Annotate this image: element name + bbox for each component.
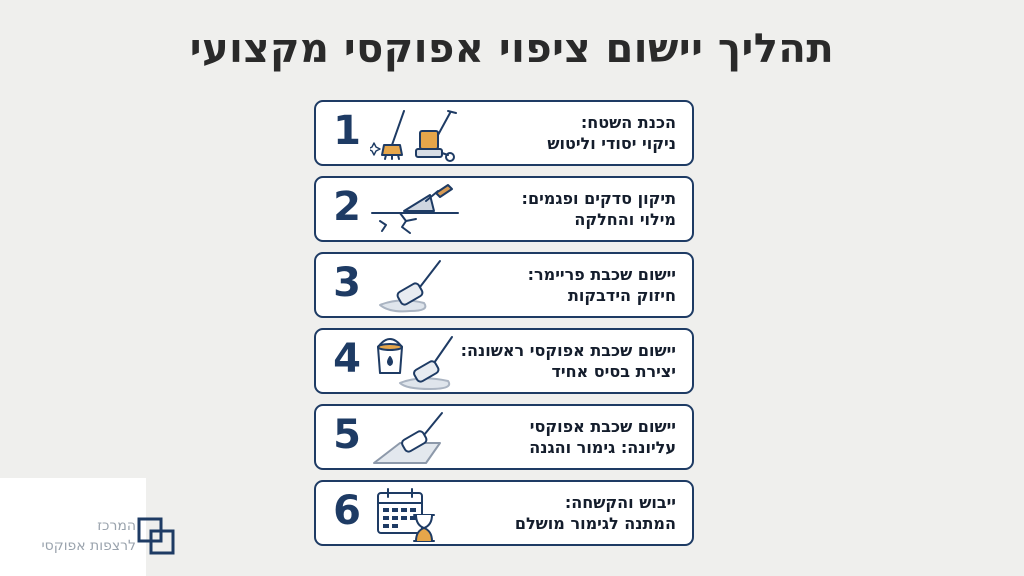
logo-squares-icon: [137, 517, 175, 555]
step-text: יישום שכבת פריימר: חיזוק הידבקות: [456, 264, 676, 306]
step-detail: יצירת בסיס אחיד: [551, 362, 676, 381]
step-detail: חיזוק הידבקות: [567, 286, 676, 305]
watermark: המרכז לרצפות אפוקסי: [0, 478, 146, 576]
step-text: ייבוש והקשחה: המתנה לגימור מושלם: [456, 492, 676, 534]
step-number: 2: [333, 184, 361, 230]
watermark-line2: לרצפות אפוקסי: [41, 538, 136, 554]
step-text: יישום שכבת אפוקסי עליונה: גימור והגנה: [456, 416, 676, 458]
step-heading: ייבוש והקשחה:: [564, 493, 676, 512]
step-detail: עליונה: גימור והגנה: [529, 438, 676, 457]
trowel-crack-icon: [371, 184, 459, 234]
step-text: הכנת השטח: ניקוי יסודי וליטוש: [456, 112, 676, 154]
floor-grinder-broom-icon: [370, 110, 457, 162]
paint-bucket-roller-icon: [377, 336, 453, 390]
step-number: 3: [333, 260, 361, 306]
step-heading: תיקון סדקים ופגמים:: [521, 189, 676, 208]
step-heading: יישום שכבת אפוקסי: [529, 417, 676, 436]
step-card-3: 3 יישום שכבת פריימר: חיזוק הידבקות: [314, 252, 694, 318]
step-heading: יישום שכבת פריימר:: [527, 265, 676, 284]
watermark-text: המרכז לרצפות אפוקסי: [42, 516, 136, 556]
watermark-line1: המרכז: [97, 518, 136, 534]
step-text: יישום שכבת אפוקסי ראשונה: יצירת בסיס אחי…: [456, 340, 676, 382]
step-number: 4: [333, 336, 361, 382]
step-card-1: 1 הכנת השטח: ניקוי יסודי וליטוש: [314, 100, 694, 166]
roller-finish-icon: [373, 412, 443, 464]
calendar-hourglass-icon: [377, 488, 435, 542]
step-heading: הכנת השטח:: [580, 113, 676, 132]
step-card-2: 2 תיקון סדקים ופגמים: מילוי והחלקה: [314, 176, 694, 242]
step-card-6: 6 ייבוש והקשחה: המתנה לגימור מושלם: [314, 480, 694, 546]
step-number: 5: [333, 412, 361, 458]
step-number: 6: [333, 488, 361, 534]
step-number: 1: [333, 108, 361, 154]
page-title: תהליך יישום ציפוי אפוקסי מקצועי: [189, 26, 835, 72]
step-detail: ניקוי יסודי וליטוש: [547, 134, 676, 153]
step-heading: יישום שכבת אפוקסי ראשונה:: [460, 341, 676, 360]
step-detail: המתנה לגימור מושלם: [514, 514, 676, 533]
step-card-4: 4 יישום שכבת אפוקסי ראשונה: יצירת בסיס א…: [314, 328, 694, 394]
step-detail: מילוי והחלקה: [574, 210, 676, 229]
step-card-5: 5 יישום שכבת אפוקסי עליונה: גימור והגנה: [314, 404, 694, 470]
step-text: תיקון סדקים ופגמים: מילוי והחלקה: [456, 188, 676, 230]
paint-roller-icon: [379, 260, 441, 313]
